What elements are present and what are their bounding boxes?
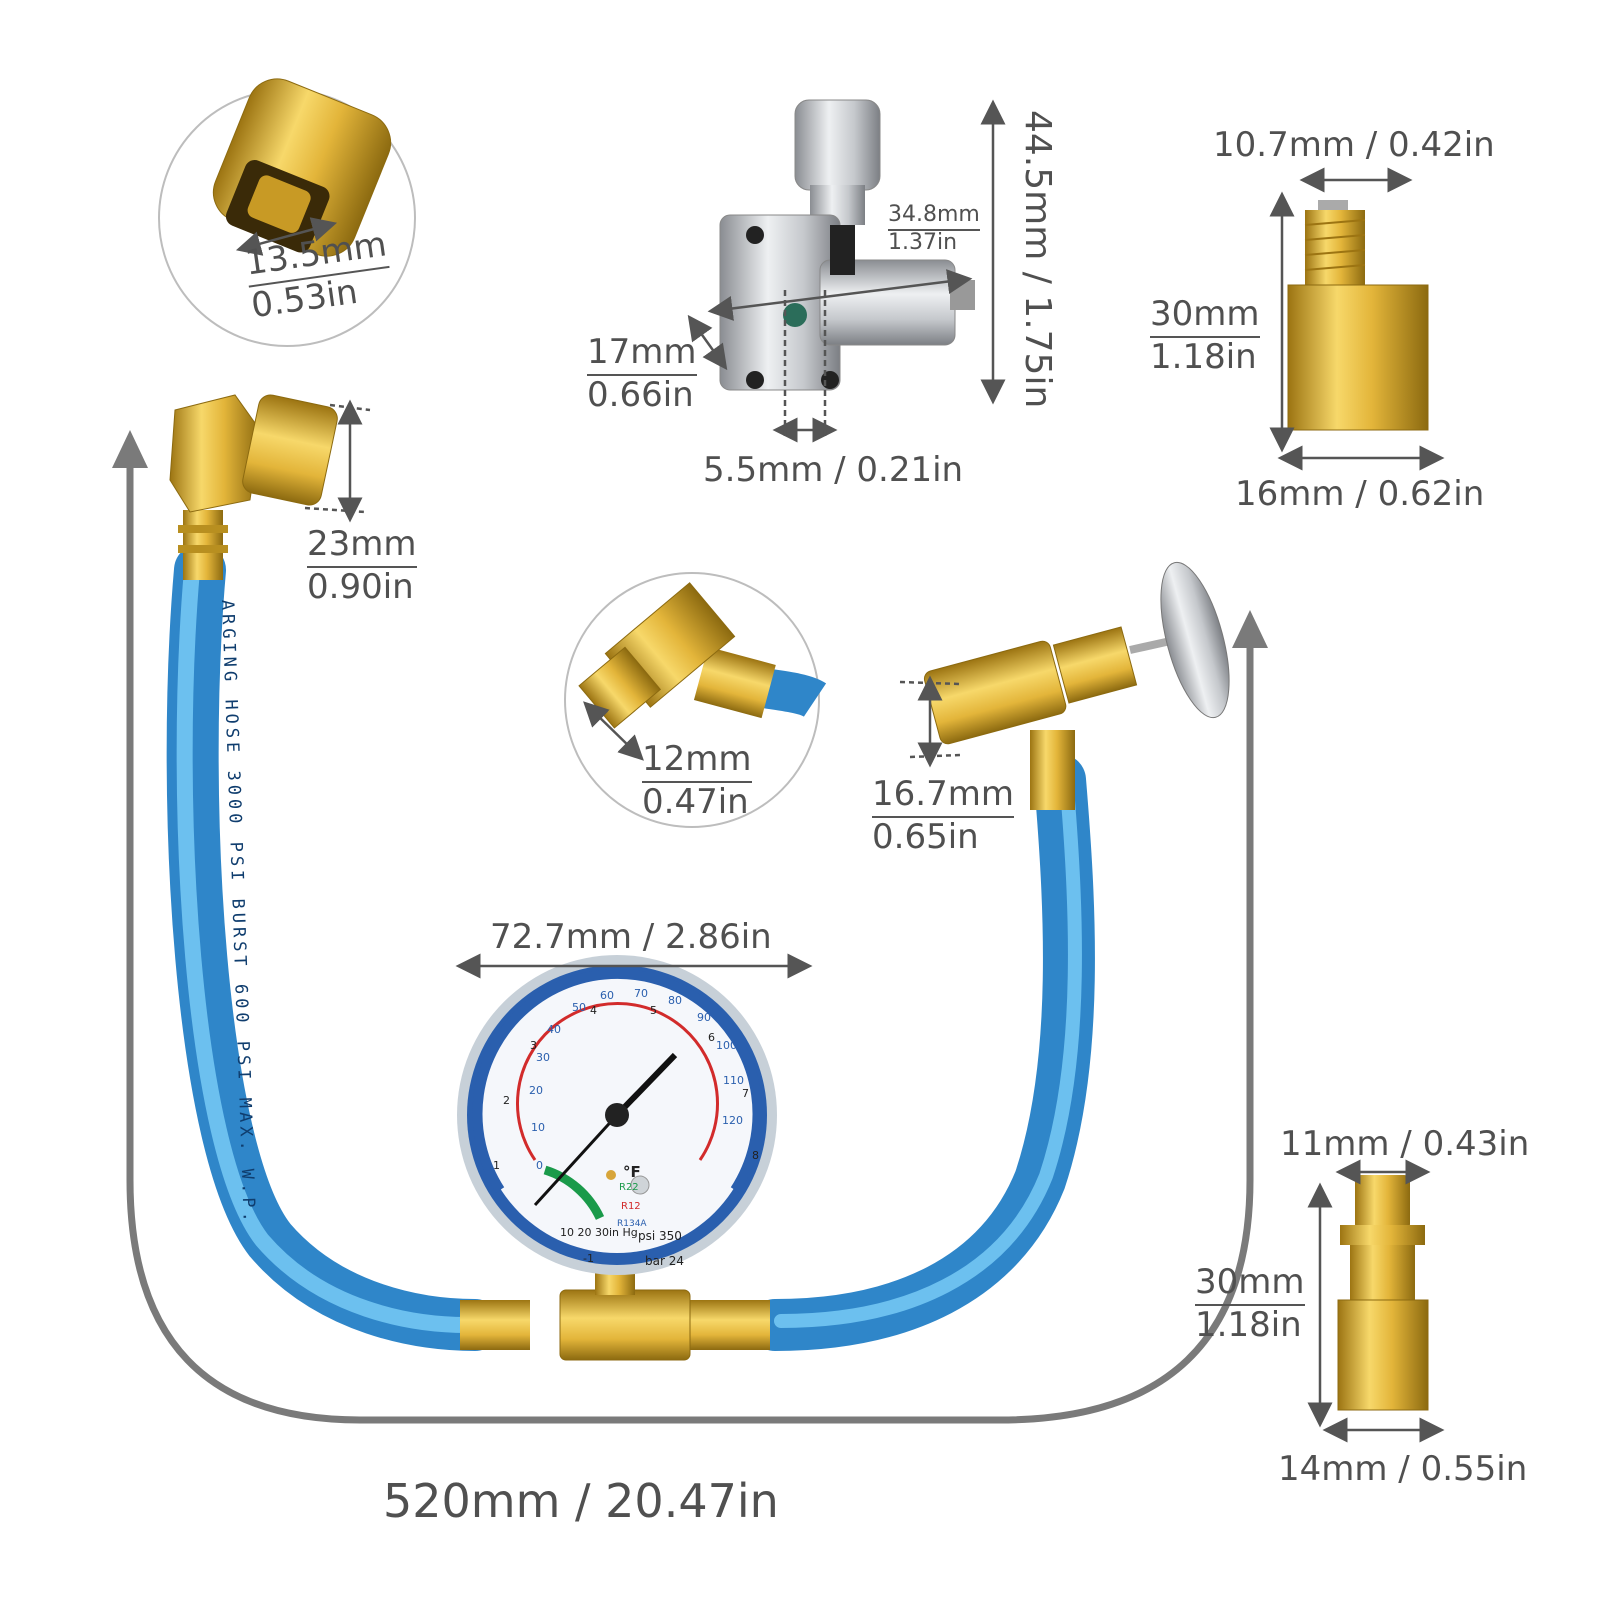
gauge-bar-label: bar 24 [645, 1254, 684, 1268]
dimension-lines [235, 99, 1445, 1443]
gauge-psi-60: 60 [600, 989, 614, 1002]
gauge-vacuum: 10 20 30in Hg [560, 1226, 638, 1239]
adapter2-height-dimension: 30mm 1.18in [1195, 1262, 1305, 1346]
adapter1-top-label: 10.7mm / 0.42in [1213, 125, 1495, 165]
tee-tip-dimension: 12mm 0.47in [642, 739, 752, 823]
bpv-length-dimension: 34.8mm 1.37in [888, 202, 980, 256]
adapter2-bottom-label: 14mm / 0.55in [1278, 1449, 1528, 1489]
gauge-minus-one: -1 [583, 1252, 594, 1265]
adapter1-height-dimension: 30mm 1.18in [1150, 294, 1260, 378]
gauge-unit-f: °F [623, 1163, 641, 1181]
gauge-r12: R12 [621, 1201, 641, 1212]
gauge-r22: R22 [619, 1182, 639, 1193]
pressure-gauge [457, 955, 777, 1275]
bpv-gap-label: 5.5mm / 0.21in [703, 450, 964, 490]
can-tap-valve [923, 561, 1230, 810]
gauge-psi-110: 110 [723, 1074, 744, 1087]
gauge-psi-40: 40 [547, 1023, 561, 1036]
gauge-bar-6: 6 [708, 1031, 715, 1044]
gauge-psi-50: 50 [572, 1001, 586, 1014]
hose-length-label: 520mm / 20.47in [383, 1474, 779, 1528]
hose-right [749, 754, 1095, 1351]
gauge-bar-1: 1 [493, 1159, 500, 1172]
gauge-psi-100: 100 [716, 1039, 737, 1052]
gauge-psi-80: 80 [668, 994, 682, 1007]
gauge-bar-2: 2 [503, 1094, 510, 1107]
gauge-psi-0: 0 [536, 1159, 543, 1172]
gauge-r134a: R134A [617, 1219, 647, 1229]
elbow-coupler [169, 394, 338, 580]
can-tap-dimension: 16.7mm 0.65in [872, 774, 1014, 858]
length-arrow [126, 450, 1254, 1424]
gauge-psi-90: 90 [697, 1011, 711, 1024]
gauge-psi-20: 20 [529, 1084, 543, 1097]
adapter-1 [1287, 200, 1429, 431]
gauge-psi-70: 70 [634, 987, 648, 1000]
gauge-bar-8: 8 [752, 1149, 759, 1162]
gauge-bar-3: 3 [530, 1039, 537, 1052]
elbow-coupler-dimension: 23mm 0.90in [307, 524, 417, 608]
bpv-height-label: 44.5mm / 1.75in [1017, 110, 1058, 409]
gauge-bar-4: 4 [590, 1004, 597, 1017]
gauge-psi-30: 30 [536, 1051, 550, 1064]
adapter1-bottom-label: 16mm / 0.62in [1235, 474, 1485, 514]
gauge-bar-7: 7 [742, 1087, 749, 1100]
adapter2-top-label: 11mm / 0.43in [1280, 1124, 1530, 1164]
bpv-clamp-dimension: 17mm 0.66in [587, 332, 697, 416]
gauge-diameter-label: 72.7mm / 2.86in [490, 917, 772, 957]
length-arrow-head-right [1232, 610, 1268, 648]
gauge-psi-120: 120 [722, 1114, 743, 1127]
adapter-2 [1337, 1175, 1429, 1411]
gauge-psi-label: psi 350 [638, 1229, 682, 1243]
gauge-bar-5: 5 [650, 1004, 657, 1017]
length-arrow-head-left [112, 430, 148, 468]
gauge-psi-10: 10 [531, 1121, 545, 1134]
